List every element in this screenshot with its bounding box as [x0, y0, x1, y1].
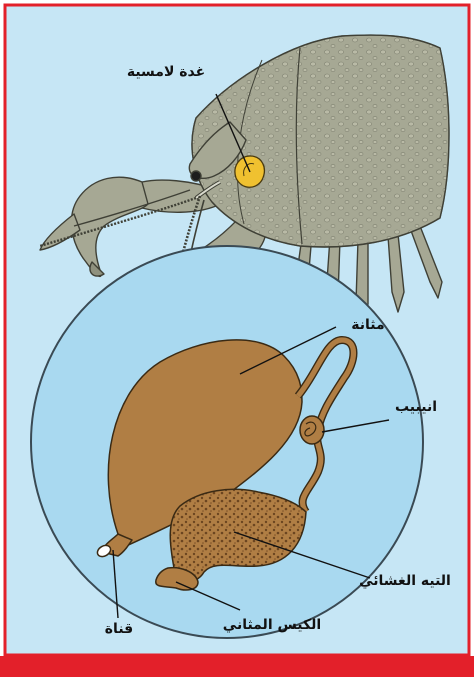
- label-green-gland: غدة لامسية: [127, 64, 205, 80]
- label-bladder: مثانة: [351, 317, 384, 333]
- label-end-sac: الكيس المثاني: [223, 617, 321, 633]
- label-tubule: انيبيب: [395, 399, 437, 415]
- eye: [191, 171, 201, 181]
- tubule-coil: [300, 416, 324, 444]
- label-duct: قناة: [105, 621, 133, 637]
- bottom-red-bar: [0, 656, 474, 677]
- label-labyrinth: التيه الغشائي: [359, 573, 451, 589]
